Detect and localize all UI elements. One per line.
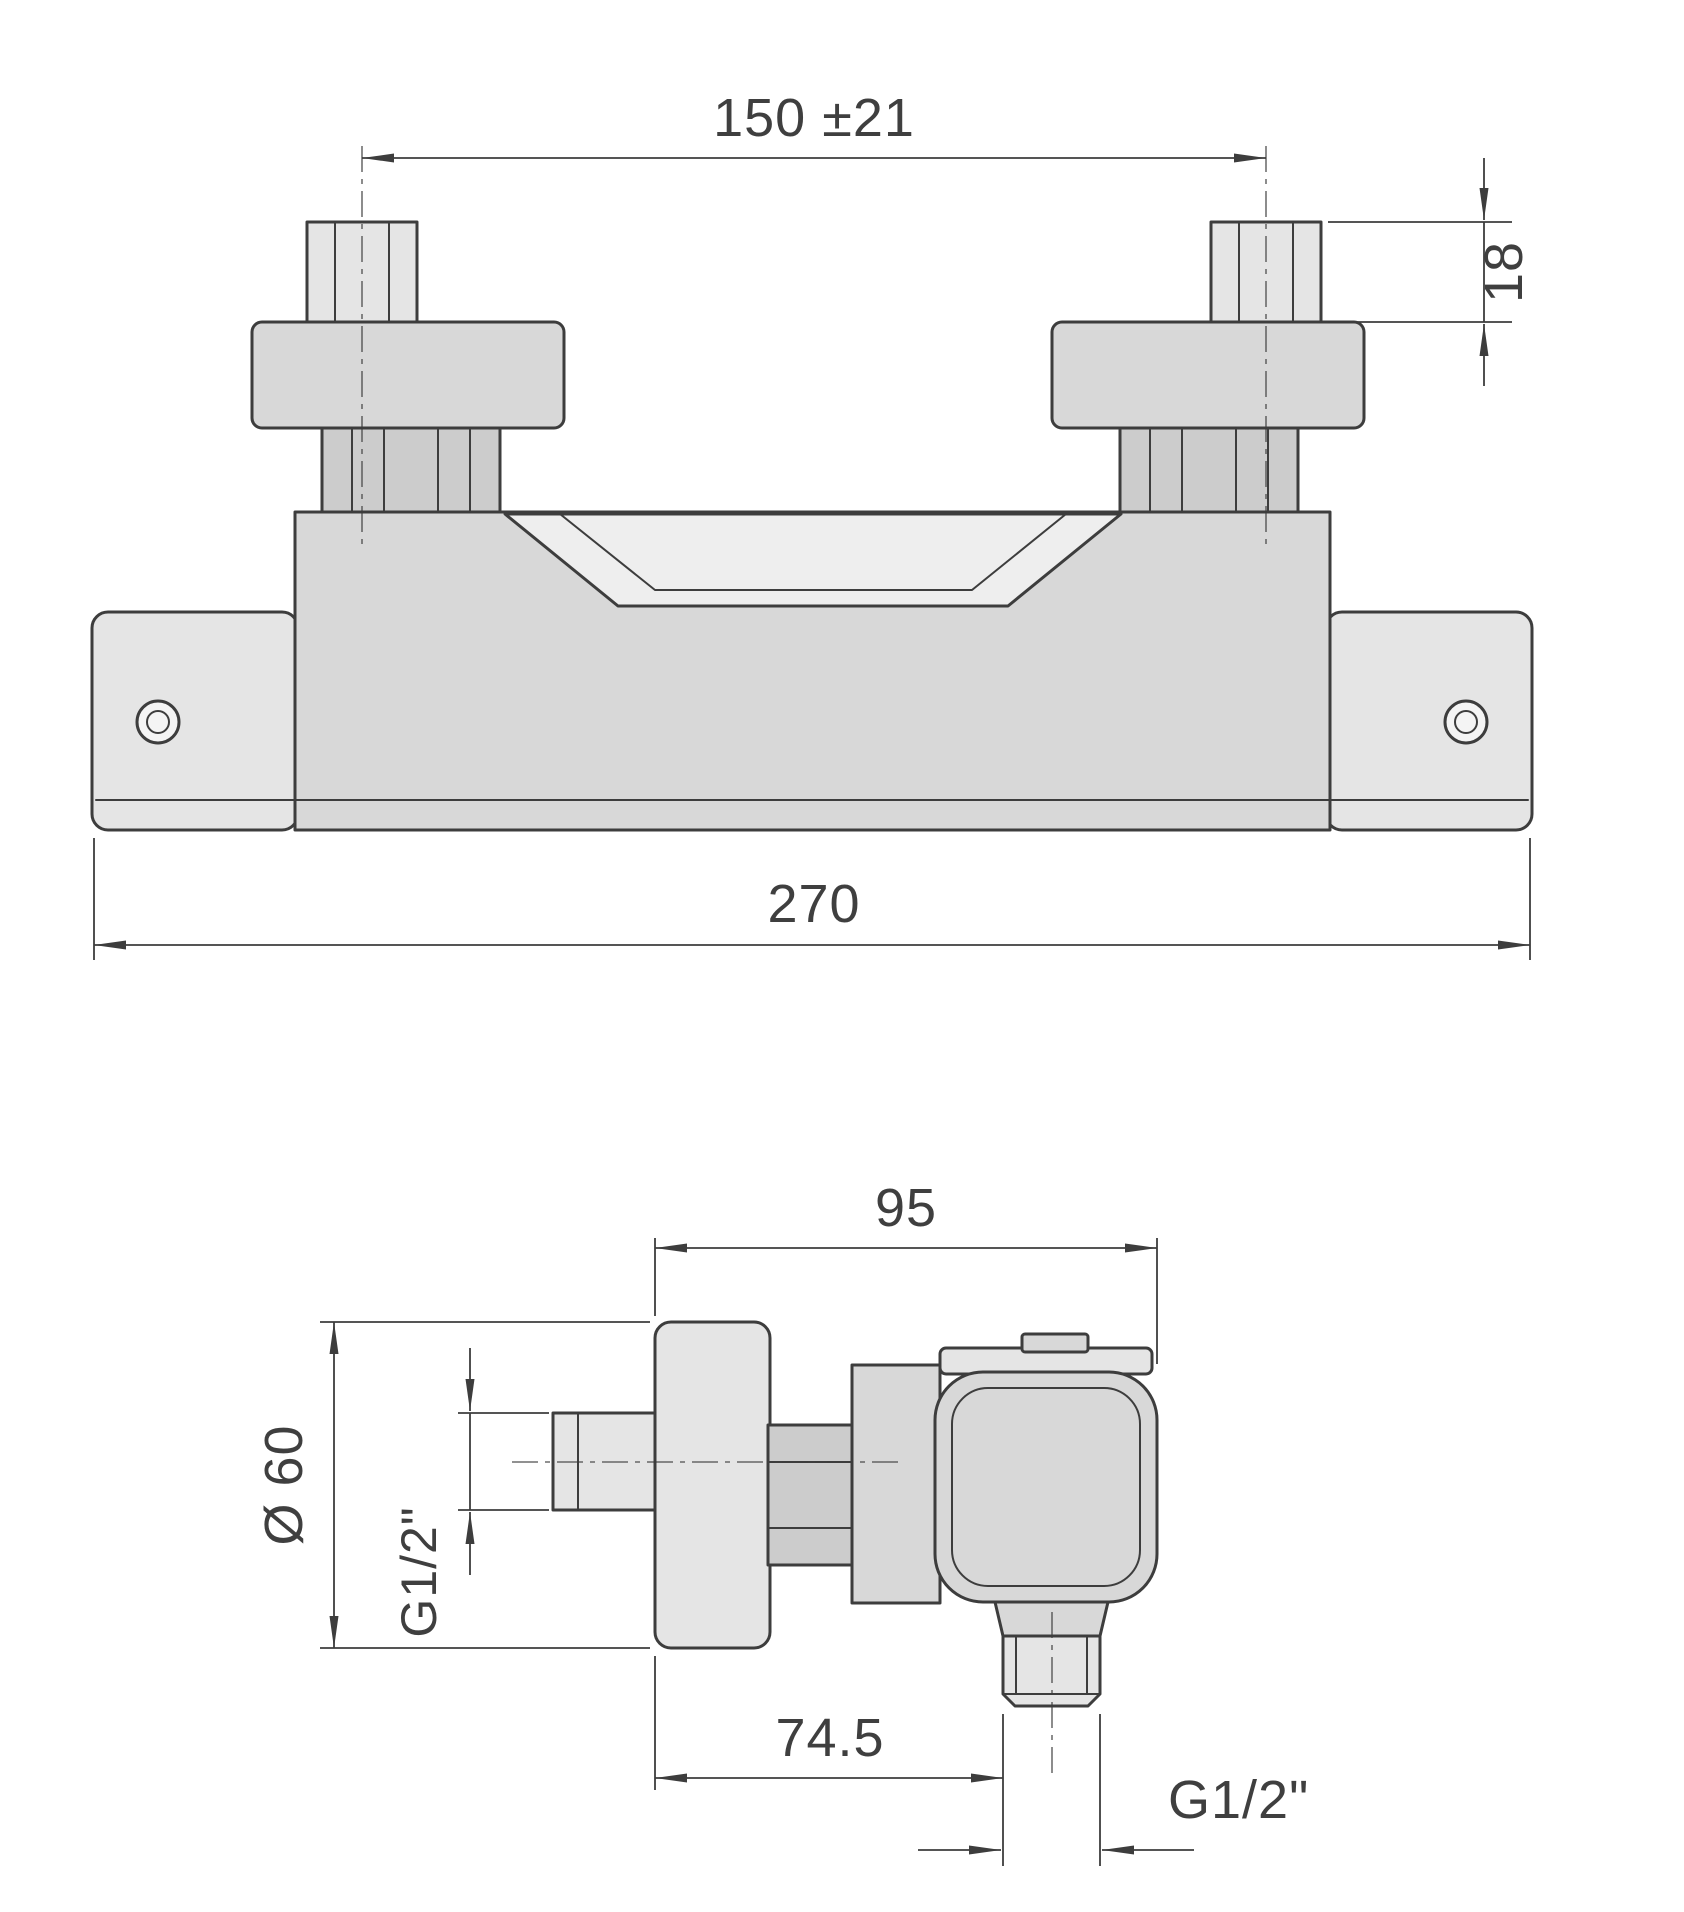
- front-view: 150 ±21 18 270: [90, 88, 1534, 960]
- dim-text-connector-height: 18: [1474, 241, 1534, 303]
- control-knob-inner: [951, 1387, 1141, 1587]
- dim-text-depth: 95: [875, 1178, 937, 1238]
- side-union-nut: [766, 1423, 854, 1567]
- left-screw-hole-inner: [146, 710, 170, 734]
- right-eccentric-cover: [1050, 320, 1366, 430]
- right-screw-hole-inner: [1454, 710, 1478, 734]
- side-view: 95 Ø 60 G1/2" 74.5 G1/2": [254, 1178, 1309, 1866]
- dim-text-wall-to-outlet: 74.5: [775, 1708, 884, 1768]
- left-eccentric-cover: [250, 320, 566, 430]
- left-union-nut: [320, 426, 502, 514]
- left-end-cap: [90, 610, 300, 832]
- dim-text-inlet-thread: G1/2": [391, 1506, 447, 1637]
- valve-body: [850, 1363, 942, 1605]
- dim-text-outlet-thread: G1/2": [1168, 1770, 1309, 1830]
- right-union-nut: [1118, 426, 1300, 514]
- right-end-cap: [1324, 610, 1534, 832]
- body-top-recess-inner: [559, 513, 1067, 591]
- control-knob: [933, 1370, 1159, 1604]
- dim-text-escutcheon-diameter: Ø 60: [254, 1424, 314, 1545]
- dim-text-overall-width: 270: [767, 874, 860, 934]
- wall-plate: [653, 1320, 772, 1650]
- dim-text-center-distance: 150 ±21: [713, 88, 915, 148]
- left-screw-hole: [135, 699, 181, 745]
- knob-top-tab: [1020, 1332, 1090, 1354]
- body-top-recess: [503, 512, 1123, 608]
- right-screw-hole: [1443, 699, 1489, 745]
